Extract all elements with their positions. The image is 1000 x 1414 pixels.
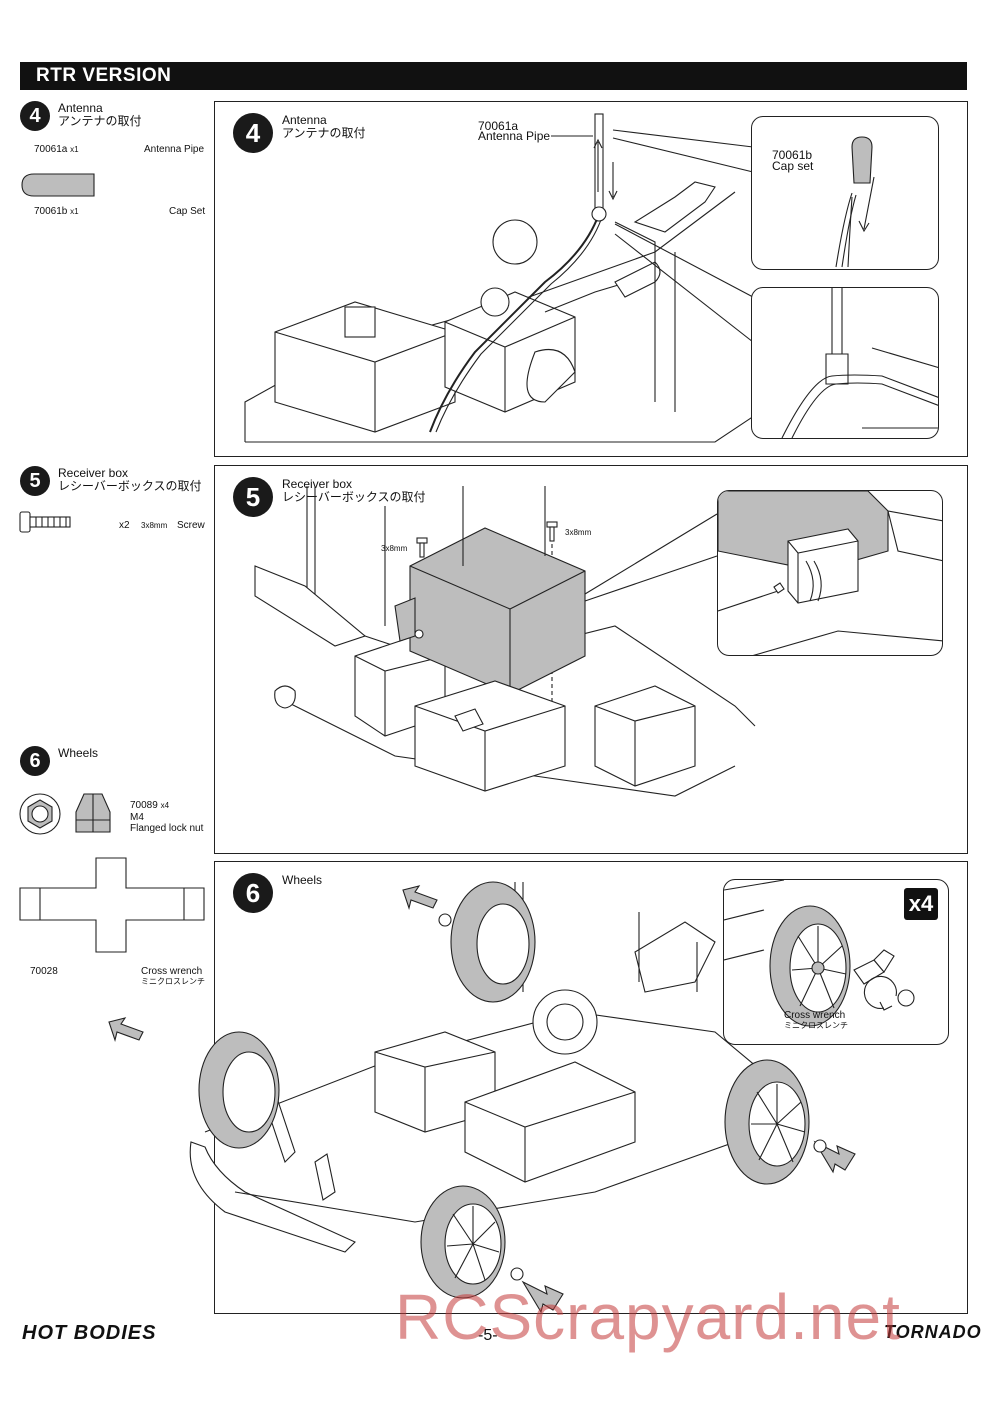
hot-bodies-logo: HOT BODIES	[22, 1322, 157, 1344]
lock-nut-spec: M4	[130, 812, 144, 823]
screw-name: Screw	[177, 520, 205, 531]
step-6-panel: 6 Wheels	[108, 861, 968, 1314]
receiver-box-detail-inset	[717, 490, 943, 656]
part-code: 70061a x1	[34, 144, 79, 155]
cap-part-illustration	[21, 173, 95, 197]
step-5-panel-title-jp: レシーバーボックスの取付	[282, 490, 426, 504]
step-4-panel-number: 4	[233, 113, 273, 153]
antenna-pipe-callout-name: Antenna Pipe	[478, 129, 551, 143]
step-4-title-jp: アンテナの取付	[58, 114, 142, 128]
wheel-nut-detail-inset: x4 Cross wrench ミニクロスレンチ	[723, 879, 949, 1045]
step-4-title: Antenna	[58, 101, 103, 115]
screw-qty: x2	[119, 520, 130, 531]
antenna-pipe-callout-code: 70061a	[478, 119, 519, 133]
step-6-title: Wheels	[58, 746, 99, 760]
watermark: RCScrapyard.net	[395, 1281, 901, 1353]
cap-set-callout-name: Cap set	[772, 159, 814, 173]
tornado-logo: TORNADO	[884, 1322, 982, 1342]
receiver-box-illustration	[254, 486, 756, 797]
cap-set-callout-code: 70061b	[772, 148, 813, 162]
step-5-title: Receiver box	[58, 466, 129, 480]
cross-wrench-icon	[19, 857, 205, 953]
cross-wrench-name: Cross wrench	[141, 966, 203, 977]
step-4-panel-title: Antenna	[282, 113, 327, 127]
wheel-assembly-illustration	[108, 881, 856, 1314]
screw-icon	[19, 511, 71, 533]
section-header: RTR VERSION	[20, 62, 967, 90]
lock-nut-name: Flanged lock nut	[130, 823, 204, 834]
step-4-number: 4	[20, 101, 50, 131]
step-4-panel: 4 Antenna アンテナの取付 70061a Antenna Pipe	[214, 101, 968, 457]
screw-size-callout-right: 3x8mm	[565, 528, 592, 537]
cross-wrench-callout-name: Cross wrench	[784, 1010, 846, 1021]
step-4-panel-title-jp: アンテナの取付	[282, 126, 366, 140]
lock-nut-code: 70089 x4	[130, 800, 170, 811]
step-5-title-jp: レシーバーボックスの取付	[58, 479, 202, 493]
step-6-panel-number: 6	[233, 873, 273, 913]
step-6-number: 6	[20, 746, 50, 776]
antenna-assembly-illustration	[244, 113, 776, 443]
antenna-holder-detail-inset	[751, 287, 939, 439]
screw-size-callout-left: 3x8mm	[381, 544, 408, 553]
step-5-panel: 5 Receiver box レシーバーボックスの取付 3x8mm 3x8mm	[214, 465, 968, 854]
part-name: Cap Set	[169, 206, 206, 217]
quantity-badge: x4	[904, 888, 938, 920]
screw-size: 3x8mm	[141, 521, 168, 530]
cap-set-detail-inset: 70061b Cap set	[751, 116, 939, 270]
cross-wrench-name-jp: ミニクロスレンチ	[141, 977, 205, 986]
cross-wrench-code: 70028	[30, 966, 58, 977]
step-5-panel-number: 5	[233, 477, 273, 517]
step-5-panel-title: Receiver box	[282, 477, 353, 491]
step-5-number: 5	[20, 466, 50, 496]
lock-nut-icon	[19, 793, 111, 835]
page-number: -5-	[478, 1327, 498, 1344]
part-code: 70061b x1	[34, 206, 79, 217]
cross-wrench-callout-name-jp: ミニクロスレンチ	[784, 1021, 848, 1030]
step-6-panel-title: Wheels	[282, 873, 323, 887]
part-name: Antenna Pipe	[144, 144, 205, 155]
